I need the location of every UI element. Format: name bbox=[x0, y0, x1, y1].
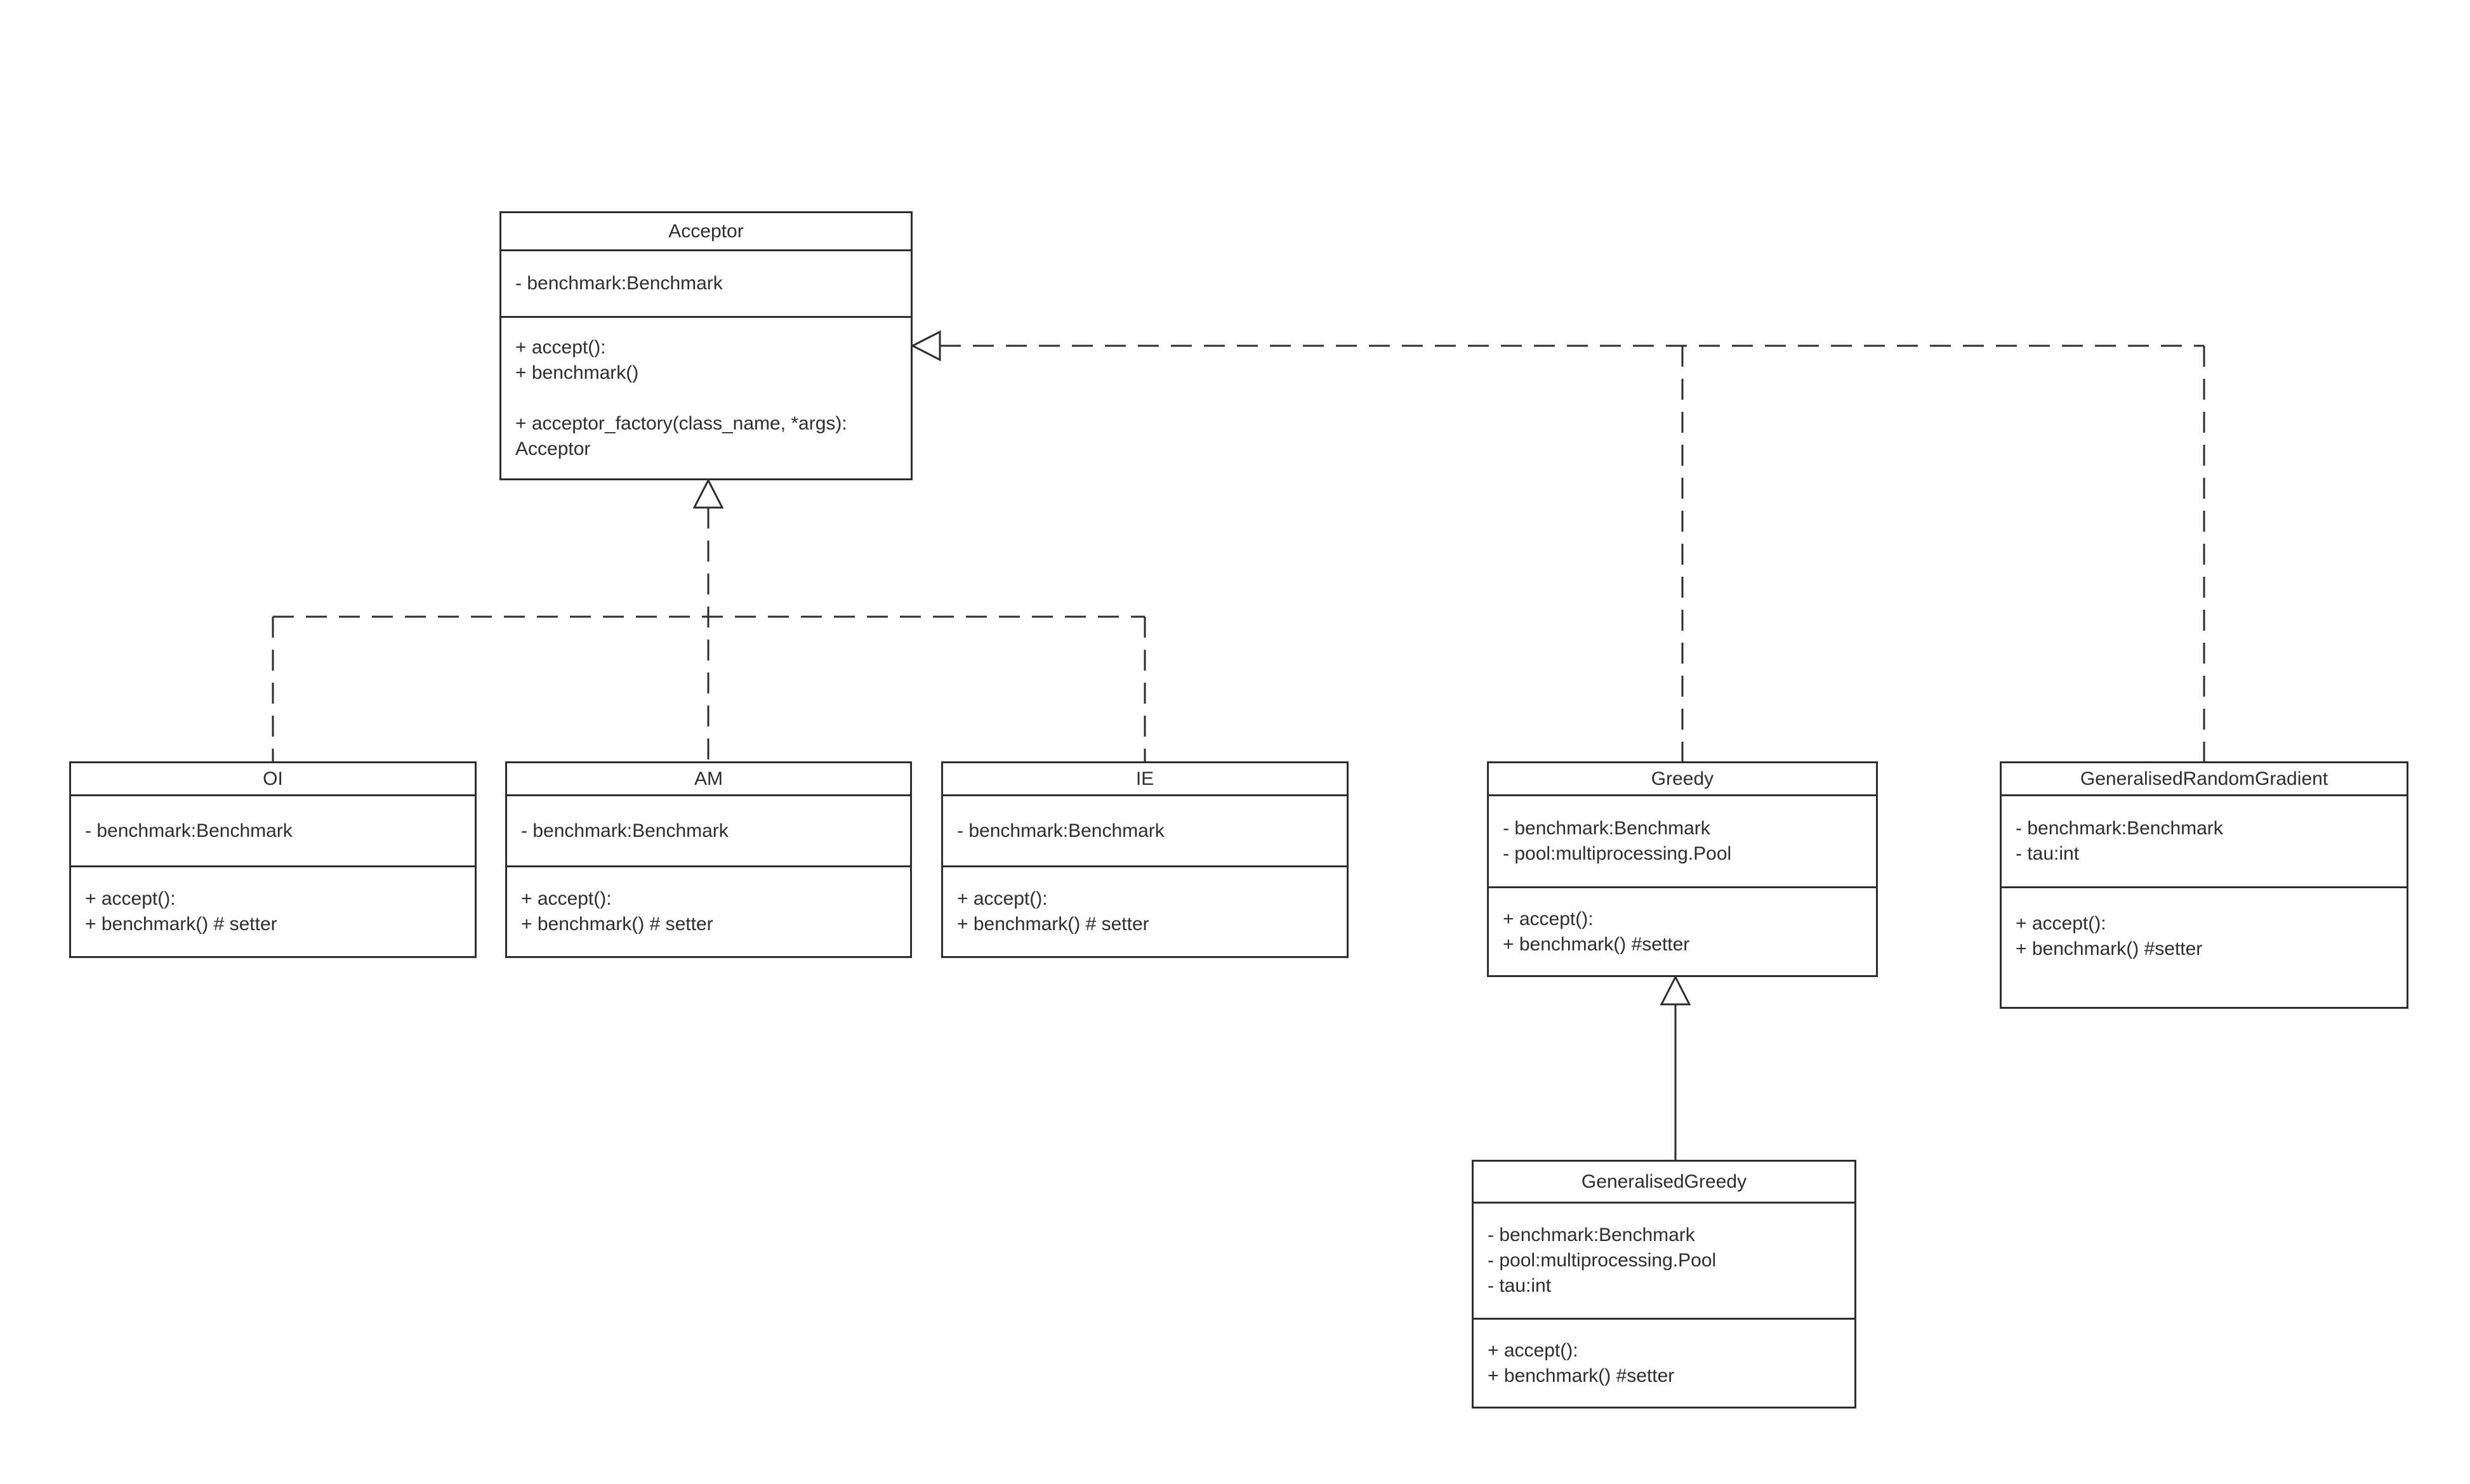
methods-section: + accept(): + benchmark() #setter bbox=[1489, 888, 1876, 975]
method: + accept(): bbox=[957, 888, 1048, 909]
hollow-triangle-acceptor-bottom bbox=[692, 478, 724, 509]
class-box-ie: IE - benchmark:Benchmark + accept(): + b… bbox=[941, 761, 1349, 958]
hollow-triangle-greedy-bottom bbox=[1660, 975, 1691, 1006]
class-name: Greedy bbox=[1489, 763, 1876, 796]
class-box-generalisedrandomgradient: GeneralisedRandomGradient - benchmark:Be… bbox=[2000, 761, 2408, 1009]
methods-section: + accept(): + benchmark() #setter bbox=[2002, 888, 2407, 1007]
method: + accept(): bbox=[85, 888, 176, 909]
attributes-section: - benchmark:Benchmark - pool:multiproces… bbox=[1489, 796, 1876, 888]
attributes-section: - benchmark:Benchmark bbox=[71, 796, 475, 867]
method: + acceptor_factory(class_name, *args): A… bbox=[515, 412, 852, 459]
methods-section: + accept(): + benchmark() # setter bbox=[507, 867, 910, 956]
class-box-am: AM - benchmark:Benchmark + accept(): + b… bbox=[505, 761, 912, 958]
class-box-oi: OI - benchmark:Benchmark + accept(): + b… bbox=[69, 761, 477, 958]
class-box-greedy: Greedy - benchmark:Benchmark - pool:mult… bbox=[1487, 761, 1878, 977]
class-box-generalisedgreedy: GeneralisedGreedy - benchmark:Benchmark … bbox=[1472, 1160, 1856, 1408]
method: + accept(): bbox=[1488, 1339, 1578, 1361]
attribute: - benchmark:Benchmark bbox=[85, 820, 293, 841]
class-name: GeneralisedGreedy bbox=[1474, 1162, 1854, 1204]
attributes-section: - benchmark:Benchmark - pool:multiproces… bbox=[1474, 1204, 1854, 1320]
methods-section: + accept(): + benchmark() #setter bbox=[1474, 1320, 1854, 1407]
method: + accept(): bbox=[521, 888, 612, 909]
attribute: - tau:int bbox=[2016, 843, 2080, 864]
method: + benchmark() # setter bbox=[521, 914, 713, 935]
attribute: - benchmark:Benchmark bbox=[521, 820, 729, 841]
class-name: Acceptor bbox=[501, 213, 911, 251]
attribute: - benchmark:Benchmark bbox=[2016, 818, 2223, 839]
attribute: - benchmark:Benchmark bbox=[957, 820, 1165, 841]
methods-section: + accept(): + benchmark() + acceptor_fac… bbox=[501, 318, 911, 478]
attributes-section: - benchmark:Benchmark bbox=[943, 796, 1347, 867]
attribute: - pool:multiprocessing.Pool bbox=[1488, 1250, 1717, 1271]
method: + benchmark() #setter bbox=[2016, 938, 2203, 959]
class-name: GeneralisedRandomGradient bbox=[2002, 763, 2407, 796]
method: + accept(): bbox=[2016, 913, 2106, 934]
method: + accept(): bbox=[515, 336, 606, 358]
attribute: - benchmark:Benchmark bbox=[1488, 1225, 1695, 1245]
class-box-acceptor: Acceptor - benchmark:Benchmark + accept(… bbox=[499, 211, 913, 480]
attribute: - benchmark:Benchmark bbox=[1503, 818, 1710, 839]
class-name: IE bbox=[943, 763, 1347, 796]
attribute: - tau:int bbox=[1488, 1275, 1552, 1296]
attributes-section: - benchmark:Benchmark - tau:int bbox=[2002, 796, 2407, 888]
method: + benchmark() #setter bbox=[1503, 933, 1690, 955]
method: + benchmark() # setter bbox=[957, 914, 1149, 935]
methods-section: + accept(): + benchmark() # setter bbox=[71, 867, 475, 956]
attributes-section: - benchmark:Benchmark bbox=[501, 251, 911, 318]
attributes-section: - benchmark:Benchmark bbox=[507, 796, 910, 867]
method-spacer bbox=[515, 386, 897, 411]
attribute: - pool:multiprocessing.Pool bbox=[1503, 843, 1732, 864]
class-name: AM bbox=[507, 763, 910, 796]
methods-section: + accept(): + benchmark() # setter bbox=[943, 867, 1347, 956]
method: + benchmark() #setter bbox=[1488, 1365, 1675, 1386]
hollow-triangle-acceptor-right bbox=[910, 330, 941, 362]
method: + benchmark() bbox=[515, 362, 639, 383]
attribute: - benchmark:Benchmark bbox=[515, 273, 723, 294]
method: + accept(): bbox=[1503, 908, 1594, 929]
class-name: OI bbox=[71, 763, 475, 796]
method: + benchmark() # setter bbox=[85, 914, 277, 935]
